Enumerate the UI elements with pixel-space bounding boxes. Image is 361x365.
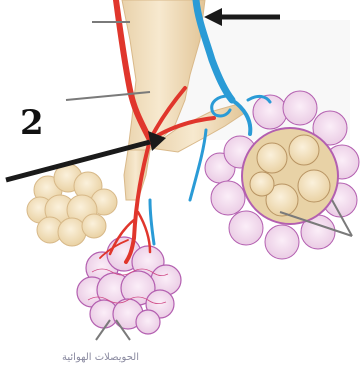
bottom-caption: الحويصلات الهوائية <box>62 352 139 363</box>
alveolar-sac-left <box>27 164 117 246</box>
label-2: 2 <box>20 103 44 143</box>
